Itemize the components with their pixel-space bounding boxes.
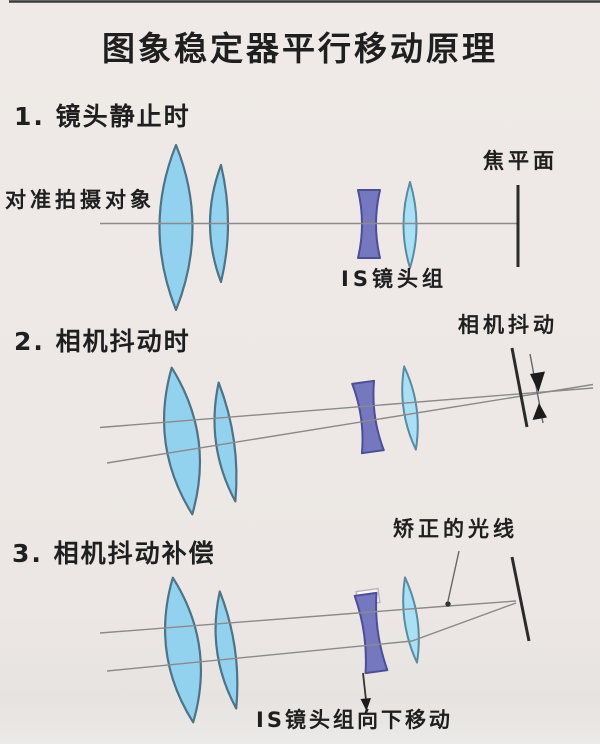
section2-heading: 2. 相机抖动时 [14, 327, 191, 356]
corrected-light-label: 矫正的光线 [393, 517, 518, 541]
page-title: 图象稳定器平行移动原理 [102, 29, 498, 68]
is-convex-lens-1 [402, 181, 418, 269]
second-lens-3 [214, 590, 239, 710]
is-convex-lens-3 [402, 576, 420, 664]
front-lens-1 [158, 143, 194, 312]
section2-optics [99, 347, 594, 516]
front-lens-3 [164, 576, 202, 724]
focal-plane-line-2 [510, 347, 529, 428]
light-ray-lower-2 [106, 383, 594, 464]
corrected-ray-pointer-line [447, 550, 460, 602]
section3-heading: 3. 相机抖动补偿 [12, 539, 216, 568]
is-convex-lens-2 [401, 365, 419, 451]
section1-optics [100, 143, 520, 312]
is-concave-lens-2 [351, 379, 385, 455]
light-ray-upper-2 [99, 387, 594, 429]
shake-arrow-down-icon [530, 371, 545, 392]
is-lens-group-label: IS镜头组 [341, 267, 447, 291]
focal-plane-label: 焦平面 [483, 149, 558, 173]
second-lens-2 [213, 381, 238, 503]
corrected-ray-lower-3 [106, 602, 517, 672]
is-move-arrow-shaft [362, 672, 367, 701]
is-move-down-label: IS镜头组向下移动 [256, 708, 453, 732]
camera-shake-label: 相机抖动 [458, 313, 558, 337]
is-concave-lens-3 [353, 591, 389, 675]
corrected-ray-pointer-dot [445, 601, 451, 607]
is-move-arrow-head-icon [360, 698, 371, 711]
subject-label: 对准拍摄对象 [5, 188, 155, 212]
front-lens-2 [163, 366, 201, 516]
corrected-ray-upper-3 [99, 600, 517, 634]
shake-arrow-up-icon [532, 403, 547, 420]
section1-heading: 1. 镜头静止时 [14, 102, 191, 131]
focal-plane-line-3 [510, 556, 531, 642]
section3-optics [99, 550, 531, 724]
